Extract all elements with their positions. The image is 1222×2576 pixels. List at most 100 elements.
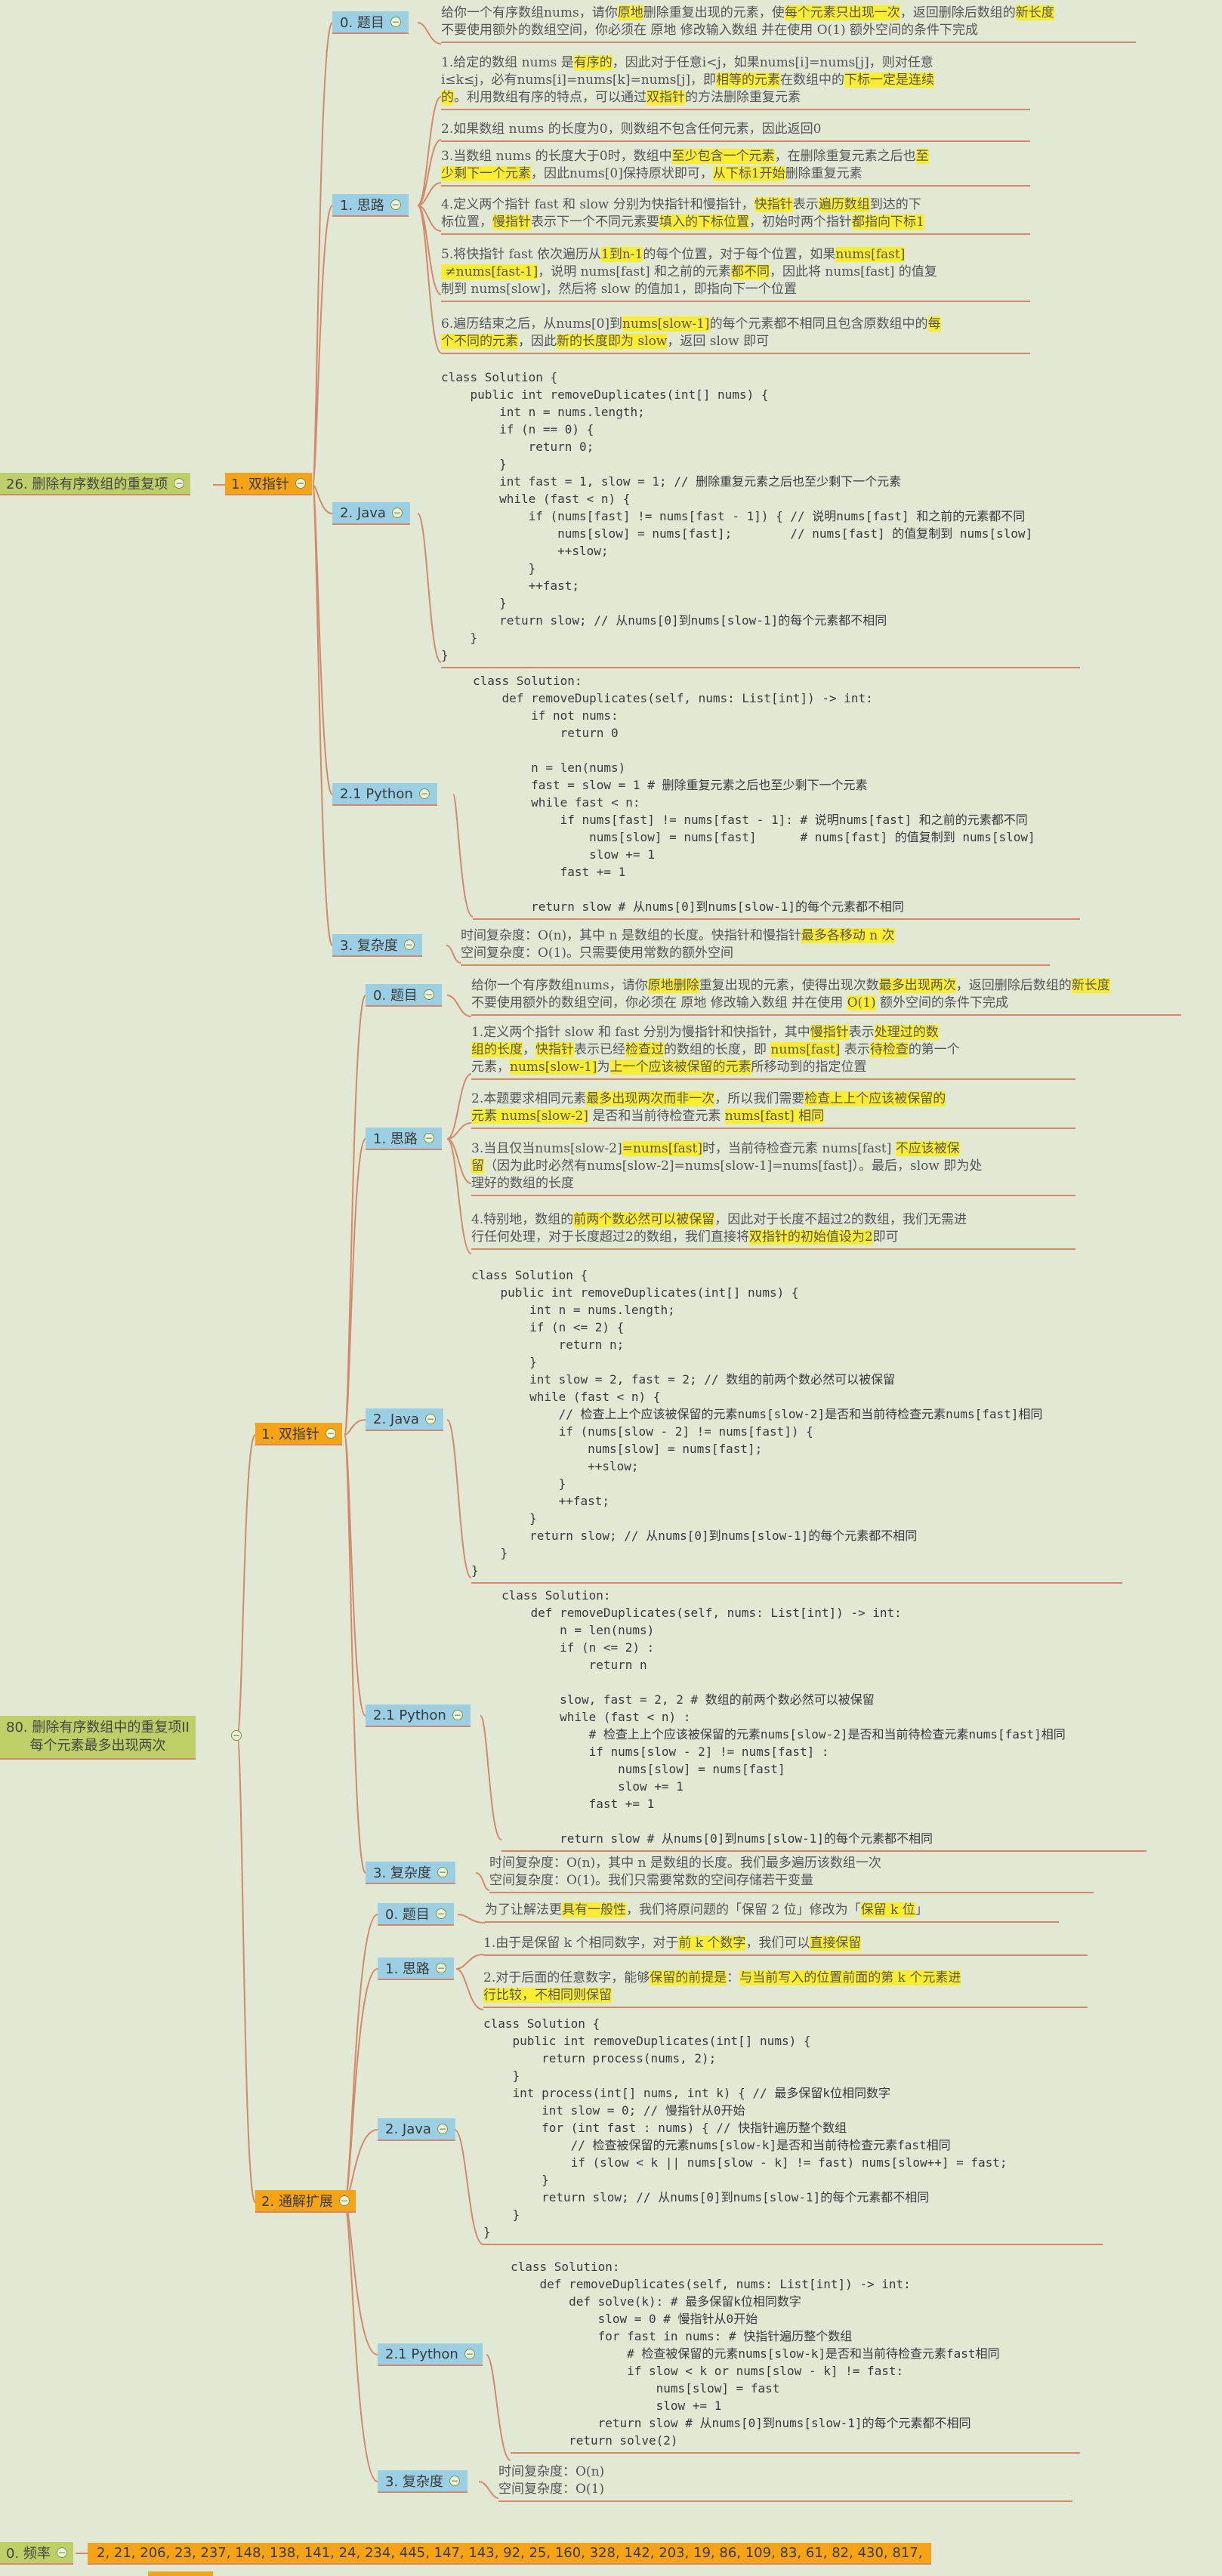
section-label: 2. Java (373, 1411, 419, 1427)
collapse-icon[interactable]: − (325, 1428, 336, 1439)
problem-26-node[interactable]: 26. 删除有序数组的重复项 − (0, 473, 191, 495)
code-line: if (n <= 2) { (471, 1320, 625, 1334)
collapse-icon[interactable]: − (390, 17, 401, 27)
collapse-icon[interactable]: − (56, 2547, 67, 2558)
text-segment: ，因此对于长度不超过2的数组，我们无需进 (714, 1212, 967, 1227)
text-segment: ，返回删除后数组的 (900, 5, 1016, 20)
collapse-icon[interactable]: − (435, 1963, 446, 1973)
java-code-26: class Solution { public int removeDuplic… (441, 369, 1080, 668)
text-segment: 表示 (840, 1042, 870, 1057)
text-segment: 4.定义两个指针 fast 和 slow 分别为快指针和慢指针， (441, 197, 754, 212)
text-line: 元素 nums[slow-2] 是否和当前待检查元素 nums[fast] 相同 (471, 1108, 1075, 1125)
section-idea-general[interactable]: 1. 思路− (378, 1957, 454, 1980)
frequency-node[interactable]: 0. 频率 − (0, 2542, 73, 2565)
text-line: 行任何处理，对于长度超过2的数组，我们直接将双指针的初始值设为2即可 (471, 1229, 1075, 1246)
section-idea-26[interactable]: 1. 思路− (332, 194, 409, 217)
text-line: 少剩下一个元素，因此nums[0]保持原状即可，从下标1开始删除重复元素 (441, 165, 1030, 183)
problem-80-node[interactable]: 80. 删除有序数组中的重复项II 每个元素最多出现两次 (0, 1716, 196, 1760)
code-line: int n = nums.length; (471, 1303, 675, 1317)
method-two-pointer-80[interactable]: 1. 双指针 − (255, 1423, 342, 1445)
text-segment: 理好的数组的长度 (471, 1176, 574, 1191)
code-line: return n; (471, 1337, 625, 1352)
section-label: 1. 思路 (385, 1961, 430, 1977)
highlighted-text: 1到n-1 (601, 247, 643, 262)
collapse-icon[interactable]: − (437, 1867, 448, 1877)
collapse-icon[interactable]: − (338, 2195, 350, 2206)
collapse-icon[interactable]: − (390, 199, 401, 210)
section-idea-80[interactable]: 1. 思路− (366, 1128, 442, 1150)
method-two-pointer-26[interactable]: 1. 双指针 − (225, 473, 312, 495)
collapse-icon[interactable]: − (418, 788, 430, 799)
text-line: 2.对于后面的任意数字，能够保留的前提是：与当前写入的位置前面的第 k 个元素进 (483, 1970, 1088, 1987)
text-segment: 给你一个有序数组nums，请你 (471, 978, 648, 993)
collapse-icon[interactable]: − (295, 478, 306, 489)
code-line: return slow; // 从nums[0]到nums[slow-1]的每个… (471, 1529, 918, 1543)
section-java-26[interactable]: 2. Java− (332, 502, 410, 525)
section-java-80[interactable]: 2. Java− (366, 1408, 443, 1431)
section-problem-general[interactable]: 0. 题目− (378, 1903, 454, 1926)
section-python-general[interactable]: 2.1 Python− (378, 2343, 483, 2366)
collapse-icon[interactable]: − (174, 478, 185, 489)
highlighted-text: ≠nums[fast-1] (441, 264, 538, 279)
text-line: 不要使用额外的数组空间，你必须在 原地 修改输入数组 并在使用 O(1) 额外空… (471, 995, 1181, 1012)
code-line: if slow < k or nums[slow - k] != fast: (511, 2364, 904, 2378)
text-line: 时间复杂度：O(n)，其中 n 是数组的长度。我们最多遍历该数组一次 (489, 1855, 1094, 1872)
code-line: if (slow < k || nums[slow - k] != fast) … (483, 2155, 1008, 2170)
collapse-icon[interactable]: − (464, 2349, 475, 2359)
collapse-icon[interactable]: − (437, 2124, 448, 2134)
code-line: if (n == 0) { (441, 422, 594, 437)
highlighted-text: nums[slow-1] (510, 1060, 597, 1075)
method-general-extension[interactable]: 2. 通解扩展 − (255, 2190, 356, 2213)
section-complexity-general[interactable]: 3. 复杂度− (378, 2470, 468, 2493)
collapse-icon[interactable]: − (424, 1414, 436, 1424)
section-python-26[interactable]: 2.1 Python− (332, 783, 437, 806)
section-problem-80[interactable]: 0. 题目− (366, 984, 442, 1007)
collapse-icon[interactable]: − (423, 989, 434, 1000)
text-segment: 空间复杂度：O(1)。只需要使用常数的额外空间 (461, 946, 734, 961)
text-segment: 的第一个 (908, 1042, 960, 1057)
section-python-80[interactable]: 2.1 Python− (366, 1704, 471, 1727)
collapse-icon[interactable]: − (435, 1908, 446, 1919)
text-line: 组的长度，快指针表示已经检查过的数组的长度，即 nums[fast] 表示待检查… (471, 1041, 1075, 1059)
text-line: 时间复杂度：O(n)，其中 n 是数组的长度。快指针和慢指针最多各移动 n 次 (461, 927, 1050, 945)
code-line: class Solution { (471, 1268, 588, 1282)
problem-statement-80: 给你一个有序数组nums，请你原地删除重复出现的元素，使得出现次数最多出现两次，… (471, 977, 1181, 1016)
highlighted-text: 每个元素只出现一次 (784, 5, 900, 20)
text-segment: 1.由于是保留 k 个相同数字，对于 (483, 1936, 679, 1951)
collapse-icon[interactable]: − (403, 939, 415, 950)
text-segment: 标位置， (441, 214, 492, 230)
text-segment: ，我们将原问题的「保留 2 位」修改为「 (626, 1902, 861, 1917)
idea-step-6: 6.遍历结束之后，从nums[0]到nums[slow-1]的每个元素都不相同且… (441, 316, 1030, 354)
idea-step-2: 2.如果数组 nums 的长度为0，则数组不包含任何元素，因此返回0 (441, 121, 1030, 142)
code-line: for (int fast : nums) { // 快指针遍历整个数组 (483, 2121, 847, 2135)
text-segment: 1.定义两个指针 slow 和 fast 分别为慢指针和快指针，其中 (471, 1025, 810, 1040)
text-line: 个不同的元素，因此新的长度即为 slow，返回 slow 即可 (441, 333, 1030, 350)
collapse-icon[interactable]: − (231, 1730, 242, 1741)
highlighted-text: 保留 k 位 (860, 1902, 915, 1917)
method-label: 1. 双指针 (231, 477, 289, 492)
text-line: 1.定义两个指针 slow 和 fast 分别为慢指针和快指针，其中慢指针表示处… (471, 1024, 1075, 1041)
collapse-icon[interactable]: − (423, 1133, 434, 1143)
collapse-icon[interactable]: − (452, 1710, 463, 1720)
code-line: def removeDuplicates(self, nums: List[in… (511, 2277, 911, 2291)
text-segment: ， (523, 1042, 535, 1057)
collapse-icon[interactable]: − (391, 507, 403, 518)
section-java-general[interactable]: 2. Java− (378, 2118, 455, 2141)
text-segment: 表示下一个不同元素要 (531, 214, 659, 230)
highlighted-text: 直接保留 (810, 1936, 862, 1951)
highlighted-text: 不应该被保 (895, 1141, 960, 1156)
text-line: 3.当且仅当nums[slow-2]=nums[fast]时，当前待检查元素 n… (471, 1140, 1075, 1158)
collapse-icon[interactable]: − (449, 2476, 460, 2486)
text-segment: 时，当前待检查元素 nums[fast] (702, 1141, 896, 1156)
code-line: } (441, 648, 449, 662)
text-segment: ，说明 nums[fast] 和之前的元素 (538, 264, 731, 279)
text-line: i≤k≤j，必有nums[i]=nums[k]=nums[j]，即相等的元素在数… (441, 72, 1030, 89)
section-problem-26[interactable]: 0. 题目− (332, 11, 409, 34)
section-complexity-80[interactable]: 3. 复杂度− (366, 1862, 455, 1884)
text-segment: （因为此时必然有nums[slow-2]=nums[slow-1]=nums[f… (484, 1158, 983, 1174)
section-complexity-26[interactable]: 3. 复杂度− (332, 934, 422, 957)
code-line: class Solution { (441, 370, 558, 384)
text-line: 行比较，不相同则保留 (483, 1987, 1088, 2004)
text-segment: 2.本题要求相同元素 (471, 1091, 587, 1106)
text-segment: 3.当数组 nums 的长度大于0时，数组中 (441, 149, 672, 164)
